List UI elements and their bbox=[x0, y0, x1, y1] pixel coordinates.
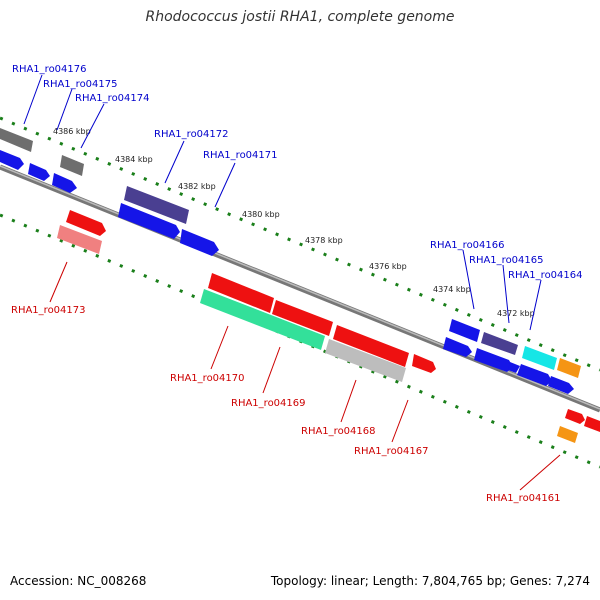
leader-line bbox=[80, 103, 105, 149]
genome-summary-text: Topology: linear; Length: 7,804,765 bp; … bbox=[270, 574, 590, 588]
leader-line bbox=[262, 346, 281, 394]
gene-blue-arrow bbox=[548, 376, 574, 394]
gene-blue-arrow bbox=[474, 348, 513, 372]
leader-line bbox=[502, 264, 510, 324]
leader-lines bbox=[23, 74, 561, 491]
leader-line bbox=[56, 88, 73, 131]
gene-ro04170 bbox=[200, 289, 325, 350]
leader-line bbox=[23, 74, 43, 125]
genome-title: Rhodococcus jostii RHA1, complete genome bbox=[145, 9, 455, 25]
gene-blue-arrow bbox=[517, 364, 552, 386]
genome-backbone bbox=[0, 164, 600, 413]
gene-ro04165 bbox=[481, 332, 518, 355]
gene-blue-arrow bbox=[180, 229, 219, 256]
leader-line bbox=[340, 379, 357, 423]
tick-label: 4384 kbp bbox=[115, 155, 153, 164]
tick-label: 4374 kbp bbox=[433, 285, 471, 294]
gene-features bbox=[0, 128, 600, 443]
gene-label: RHA1_ro04168 bbox=[301, 426, 376, 437]
gene-blue-arrow bbox=[52, 173, 77, 193]
gene-ro04173 bbox=[57, 225, 102, 254]
gene-labels-bottom: RHA1_ro04173 RHA1_ro04170 RHA1_ro04169 R… bbox=[11, 305, 561, 504]
tick-labels: 4386 kbp 4384 kbp 4382 kbp 4380 kbp 4378… bbox=[53, 127, 535, 318]
gene-label: RHA1_ro04169 bbox=[231, 398, 306, 409]
gene-red-arrow bbox=[412, 354, 436, 373]
gene-ro04169 bbox=[325, 339, 406, 382]
gene-label: RHA1_ro04164 bbox=[508, 270, 583, 281]
leader-line bbox=[214, 162, 236, 208]
gene-label: RHA1_ro04171 bbox=[203, 150, 278, 161]
tick-label: 4380 kbp bbox=[242, 210, 280, 219]
gene-ro04176 bbox=[0, 128, 33, 152]
gene-red-block bbox=[333, 325, 409, 367]
gene-red-arrow bbox=[565, 409, 585, 424]
gene-red-block bbox=[208, 273, 274, 313]
gene-label: RHA1_ro04175 bbox=[43, 79, 118, 90]
gene-label: RHA1_ro04161 bbox=[486, 493, 561, 504]
leader-line bbox=[391, 399, 409, 443]
leader-line bbox=[519, 454, 561, 491]
gene-blue-block bbox=[449, 319, 480, 342]
accession-text: Accession: NC_008268 bbox=[10, 574, 147, 588]
gene-label: RHA1_ro04165 bbox=[469, 255, 544, 266]
gene-label: RHA1_ro04170 bbox=[170, 373, 245, 384]
gene-label: RHA1_ro04172 bbox=[154, 129, 229, 140]
leader-line bbox=[164, 140, 185, 184]
gene-label: RHA1_ro04166 bbox=[430, 240, 505, 251]
upper-dotted-guide bbox=[0, 116, 600, 372]
tick-label: 4386 kbp bbox=[53, 127, 91, 136]
gene-blue-arrow bbox=[443, 337, 472, 357]
gene-label: RHA1_ro04174 bbox=[75, 93, 150, 104]
leader-line bbox=[49, 261, 68, 303]
gene-orange-arrow bbox=[557, 358, 581, 378]
tick-label: 4376 kbp bbox=[369, 262, 407, 271]
leader-line bbox=[462, 249, 475, 310]
gene-red-arrow bbox=[66, 210, 106, 236]
gene-label: RHA1_ro04176 bbox=[12, 64, 87, 75]
leader-line bbox=[529, 279, 542, 331]
tick-label: 4372 kbp bbox=[497, 309, 535, 318]
gene-red-arrow bbox=[584, 416, 600, 432]
gene-ro04164 bbox=[522, 346, 557, 370]
gene-red-block bbox=[272, 300, 333, 336]
tick-label: 4382 kbp bbox=[178, 182, 216, 191]
gene-ro04175-arrow bbox=[0, 150, 24, 170]
gene-ro04171-arrow bbox=[118, 203, 180, 239]
leader-line bbox=[210, 325, 229, 370]
tick-label: 4378 kbp bbox=[305, 236, 343, 245]
gene-labels-top: RHA1_ro04176 RHA1_ro04175 RHA1_ro04174 R… bbox=[12, 64, 583, 281]
gene-blue-arrow bbox=[28, 163, 50, 181]
gene-label: RHA1_ro04173 bbox=[11, 305, 86, 316]
genome-backbone-highlight bbox=[0, 165, 600, 410]
gene-ro04174 bbox=[60, 155, 84, 176]
gene-label: RHA1_ro04167 bbox=[354, 446, 429, 457]
gene-ro04161 bbox=[557, 426, 578, 443]
gene-blue-arrow bbox=[508, 362, 520, 373]
gene-ro04172 bbox=[124, 186, 189, 224]
